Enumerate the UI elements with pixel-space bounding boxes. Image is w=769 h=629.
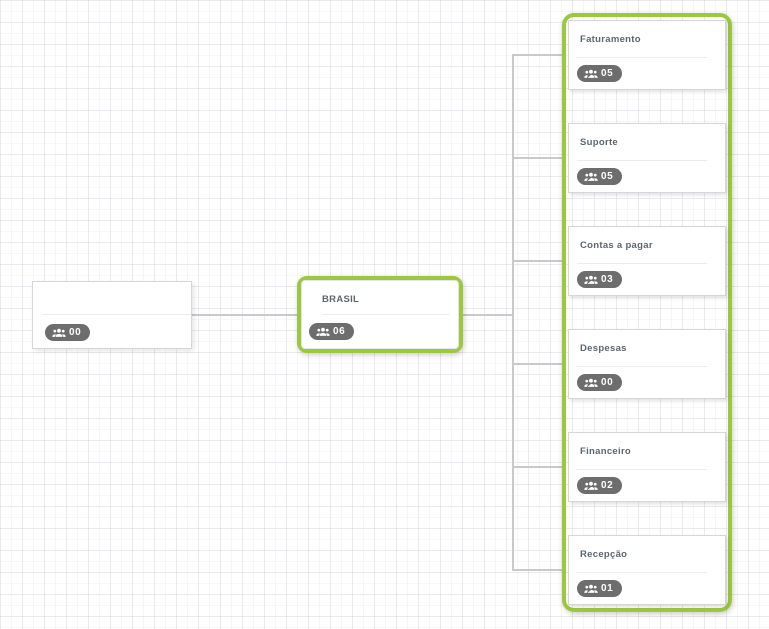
node-title: Financeiro (580, 446, 632, 457)
member-count-badge[interactable]: 00 (577, 374, 623, 391)
member-count: 05 (601, 68, 614, 79)
member-count: 05 (601, 171, 614, 182)
org-node-child[interactable]: Suporte 05 (568, 123, 726, 193)
member-count: 00 (69, 327, 82, 338)
users-group-icon (584, 481, 598, 491)
card-divider (577, 572, 707, 573)
card-divider (322, 314, 450, 315)
node-title: BRASIL (322, 294, 360, 305)
org-node-child[interactable]: Faturamento 05 (568, 20, 726, 90)
org-node-child[interactable]: Despesas 00 (568, 329, 726, 399)
connector-branch-financeiro (514, 466, 562, 468)
users-group-icon (52, 328, 66, 338)
member-count-badge[interactable]: 01 (577, 580, 623, 597)
member-count: 06 (333, 326, 346, 337)
users-group-icon (584, 378, 598, 388)
card-divider (577, 366, 707, 367)
connector-brasil-to-trunk (463, 314, 512, 316)
org-node-brasil-card: BRASIL 06 (301, 280, 459, 349)
member-count: 03 (601, 274, 614, 285)
card-divider (577, 469, 707, 470)
member-count-badge[interactable]: 03 (577, 271, 623, 288)
connector-branch-despesas (514, 363, 562, 365)
connector-branch-recepcao (514, 569, 562, 571)
node-title: Recepção (580, 549, 628, 560)
node-title: Contas a pagar (580, 240, 653, 251)
users-group-icon (316, 327, 330, 337)
member-count-badge[interactable]: 05 (577, 168, 623, 185)
member-count: 00 (601, 377, 614, 388)
card-divider (577, 263, 707, 264)
card-divider (577, 57, 707, 58)
org-node-root[interactable]: 00 (32, 281, 192, 349)
connector-branch-faturamento (514, 54, 562, 56)
connector-trunk (512, 54, 514, 571)
connector-branch-contas-a-pagar (514, 260, 562, 262)
member-count-badge[interactable]: 06 (309, 323, 355, 340)
node-title: Faturamento (580, 34, 641, 45)
member-count: 01 (601, 583, 614, 594)
children-group-container: Faturamento 05 Suporte (562, 13, 732, 612)
org-node-child[interactable]: Contas a pagar 03 (568, 226, 726, 296)
card-divider (577, 160, 707, 161)
card-divider (43, 314, 191, 315)
member-count-badge[interactable]: 05 (577, 65, 623, 82)
users-group-icon (584, 584, 598, 594)
member-count-badge[interactable]: 02 (577, 477, 623, 494)
member-count-badge[interactable]: 00 (45, 324, 91, 341)
users-group-icon (584, 69, 598, 79)
users-group-icon (584, 172, 598, 182)
users-group-icon (584, 275, 598, 285)
org-node-child[interactable]: Financeiro 02 (568, 432, 726, 502)
member-count: 02 (601, 480, 614, 491)
connector-root-to-brasil (192, 314, 297, 316)
org-node-child[interactable]: Recepção 01 (568, 535, 726, 605)
node-title: Despesas (580, 343, 627, 354)
connector-branch-suporte (514, 157, 562, 159)
org-node-brasil[interactable]: BRASIL 06 (297, 276, 463, 353)
node-title: Suporte (580, 137, 618, 148)
